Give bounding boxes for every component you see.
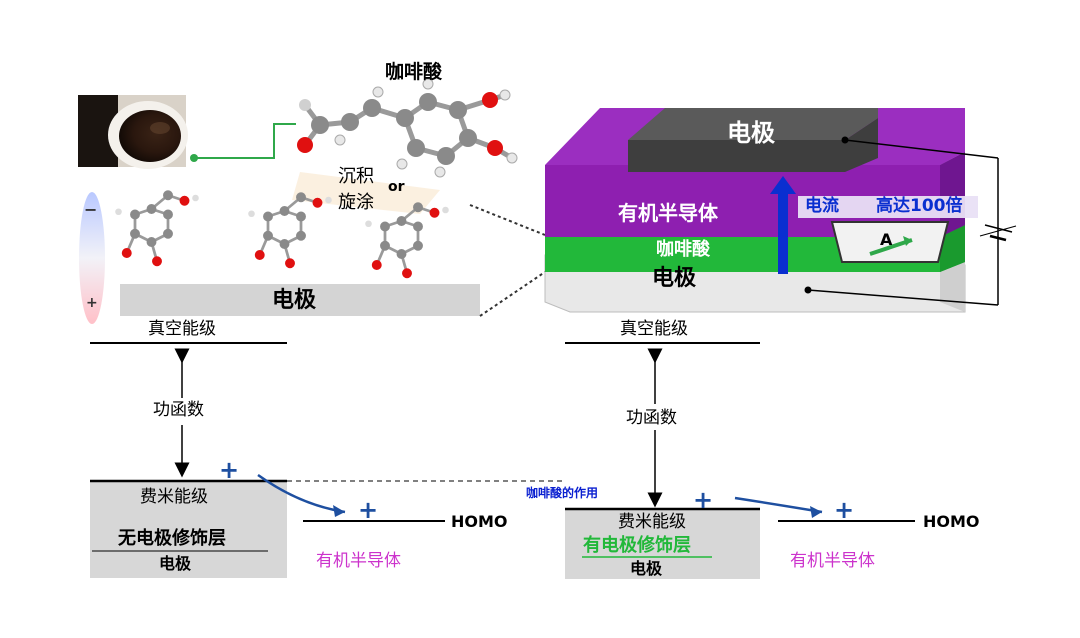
left-fermi-level: 费米能级 (140, 487, 208, 507)
organic-layer-label: 有机半导体 (618, 201, 718, 225)
left-homo-plus: + (358, 496, 379, 524)
right-homo: HOMO (923, 512, 980, 531)
charge-gradient (79, 192, 105, 324)
right-caption: 有电极修饰层 (583, 535, 691, 556)
left-vacuum-level: 真空能级 (148, 319, 216, 339)
right-work-function: 功函数 (626, 408, 677, 428)
left-homo: HOMO (451, 512, 508, 531)
zoom-line-top (469, 204, 546, 236)
right-electrode-caption: 电极 (630, 559, 663, 578)
zoom-line-bottom (479, 271, 546, 317)
deposit-label-2: 旋涂 (338, 192, 374, 213)
left-hole-plus: + (219, 456, 240, 484)
right-vacuum-level: 真空能级 (620, 319, 688, 339)
charge-minus: − (84, 200, 98, 219)
deposit-label-1: 沉积 (338, 166, 374, 187)
right-energy-diagram (565, 342, 915, 579)
right-homo-plus: + (834, 496, 855, 524)
right-semiconductor: 有机半导体 (790, 551, 875, 571)
left-electrode-label: 电极 (272, 288, 317, 313)
left-caption: 无电极修饰层 (118, 528, 226, 549)
caffeic-role-label: 咖啡酸的作用 (526, 486, 599, 500)
molecule-title: 咖啡酸 (385, 61, 443, 83)
left-electrode-caption: 电极 (159, 554, 192, 573)
right-hole-plus: + (693, 486, 714, 514)
molecule-atoms (297, 78, 518, 178)
caffeic-layer-label: 咖啡酸 (656, 239, 710, 260)
adsorbed-molecules (115, 190, 449, 279)
deposit-or: or (388, 179, 405, 195)
device-stack (544, 108, 1017, 313)
coffee-photo (78, 95, 198, 169)
ammeter-icon: A (880, 230, 893, 249)
current-label: 电流 (805, 196, 839, 216)
left-work-function: 功函数 (153, 400, 204, 420)
top-electrode-label: 电极 (727, 119, 775, 147)
left-semiconductor: 有机半导体 (316, 551, 401, 571)
deposit-banner (292, 172, 440, 214)
right-fermi-level: 费米能级 (618, 512, 686, 532)
charge-plus: + (86, 295, 98, 311)
left-energy-diagram (90, 342, 565, 578)
current-gain-label: 高达100倍 (876, 196, 963, 216)
photo-connector-line (194, 123, 296, 159)
left-electrode-bar (120, 284, 480, 316)
bottom-electrode-label: 电极 (652, 266, 697, 291)
